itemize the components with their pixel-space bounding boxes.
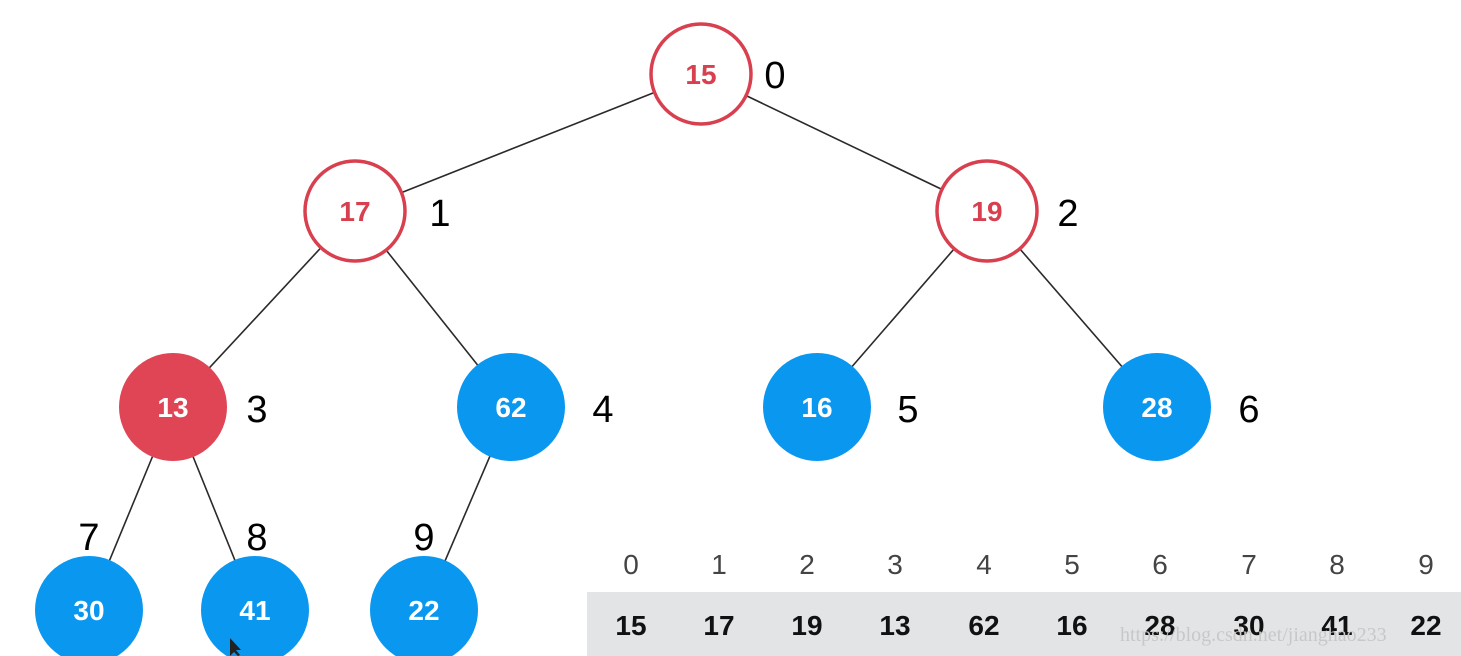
node-circle xyxy=(303,159,407,263)
node-index-label: 2 xyxy=(1057,193,1078,235)
node-index-label: 0 xyxy=(764,55,785,97)
tree-node: 16 xyxy=(763,353,871,461)
array-value-row: 15 17 19 13 62 16 28 30 41 22 xyxy=(615,610,1441,641)
node-value: 17 xyxy=(339,196,370,227)
tree-node: 62 xyxy=(457,353,565,461)
tree-node: 13 xyxy=(119,353,227,461)
node-circle xyxy=(119,353,227,461)
node-index-label: 6 xyxy=(1238,389,1259,431)
tree-node: 30 xyxy=(35,556,143,656)
array-index: 8 xyxy=(1329,549,1345,580)
array-value: 16 xyxy=(1056,610,1087,641)
tree-node: 28 xyxy=(1103,353,1211,461)
node-index-label: 4 xyxy=(592,389,613,431)
node-index-label: 9 xyxy=(413,517,434,559)
node-value: 22 xyxy=(408,595,439,626)
node-value: 28 xyxy=(1141,392,1172,423)
node-value: 62 xyxy=(495,392,526,423)
array-index: 4 xyxy=(976,549,992,580)
array-value: 13 xyxy=(879,610,910,641)
array-index: 0 xyxy=(623,549,639,580)
tree-edge xyxy=(700,73,988,212)
node-value: 41 xyxy=(239,595,270,626)
array-value: 62 xyxy=(968,610,999,641)
node-value: 15 xyxy=(685,59,716,90)
array-value: 28 xyxy=(1144,610,1175,641)
node-circle xyxy=(1103,353,1211,461)
tree-node: 22 xyxy=(370,556,478,656)
array-row-background xyxy=(587,592,1461,656)
array-value: 30 xyxy=(1233,610,1264,641)
node-value: 30 xyxy=(73,595,104,626)
mouse-cursor-icon xyxy=(230,638,241,656)
node-index-label: 5 xyxy=(897,389,918,431)
array-index: 9 xyxy=(1418,549,1434,580)
array-index: 3 xyxy=(887,549,903,580)
array-index: 6 xyxy=(1152,549,1168,580)
array-index: 5 xyxy=(1064,549,1080,580)
node-index-label: 7 xyxy=(78,517,99,559)
array-value: 19 xyxy=(791,610,822,641)
tree-node: 19 xyxy=(935,159,1039,263)
array-value: 41 xyxy=(1321,610,1352,641)
tree-node: 41 xyxy=(201,556,309,656)
node-circle xyxy=(35,556,143,656)
node-circle xyxy=(763,353,871,461)
node-circle xyxy=(370,556,478,656)
node-value: 16 xyxy=(801,392,832,423)
array-index: 7 xyxy=(1241,549,1257,580)
tree-index-labels: 0 1 2 3 4 5 6 7 8 9 xyxy=(78,55,1259,559)
node-circle xyxy=(649,22,753,126)
node-value: 19 xyxy=(971,196,1002,227)
node-index-label: 8 xyxy=(246,517,267,559)
array-index: 2 xyxy=(799,549,815,580)
tree-node: 17 xyxy=(303,159,407,263)
node-circle xyxy=(935,159,1039,263)
node-index-label: 3 xyxy=(246,389,267,431)
node-circle xyxy=(201,556,309,656)
node-circle xyxy=(457,353,565,461)
array-value: 22 xyxy=(1410,610,1441,641)
array-value: 17 xyxy=(703,610,734,641)
array-value: 15 xyxy=(615,610,646,641)
node-index-label: 1 xyxy=(429,193,450,235)
tree-edge xyxy=(354,73,702,212)
tree-node: 15 xyxy=(649,22,753,126)
array-index-row: 0 1 2 3 4 5 6 7 8 9 xyxy=(623,549,1434,580)
watermark: https://blog.csdn.net/jianghao233 xyxy=(1120,624,1387,646)
array-index: 1 xyxy=(711,549,727,580)
node-value: 13 xyxy=(157,392,188,423)
